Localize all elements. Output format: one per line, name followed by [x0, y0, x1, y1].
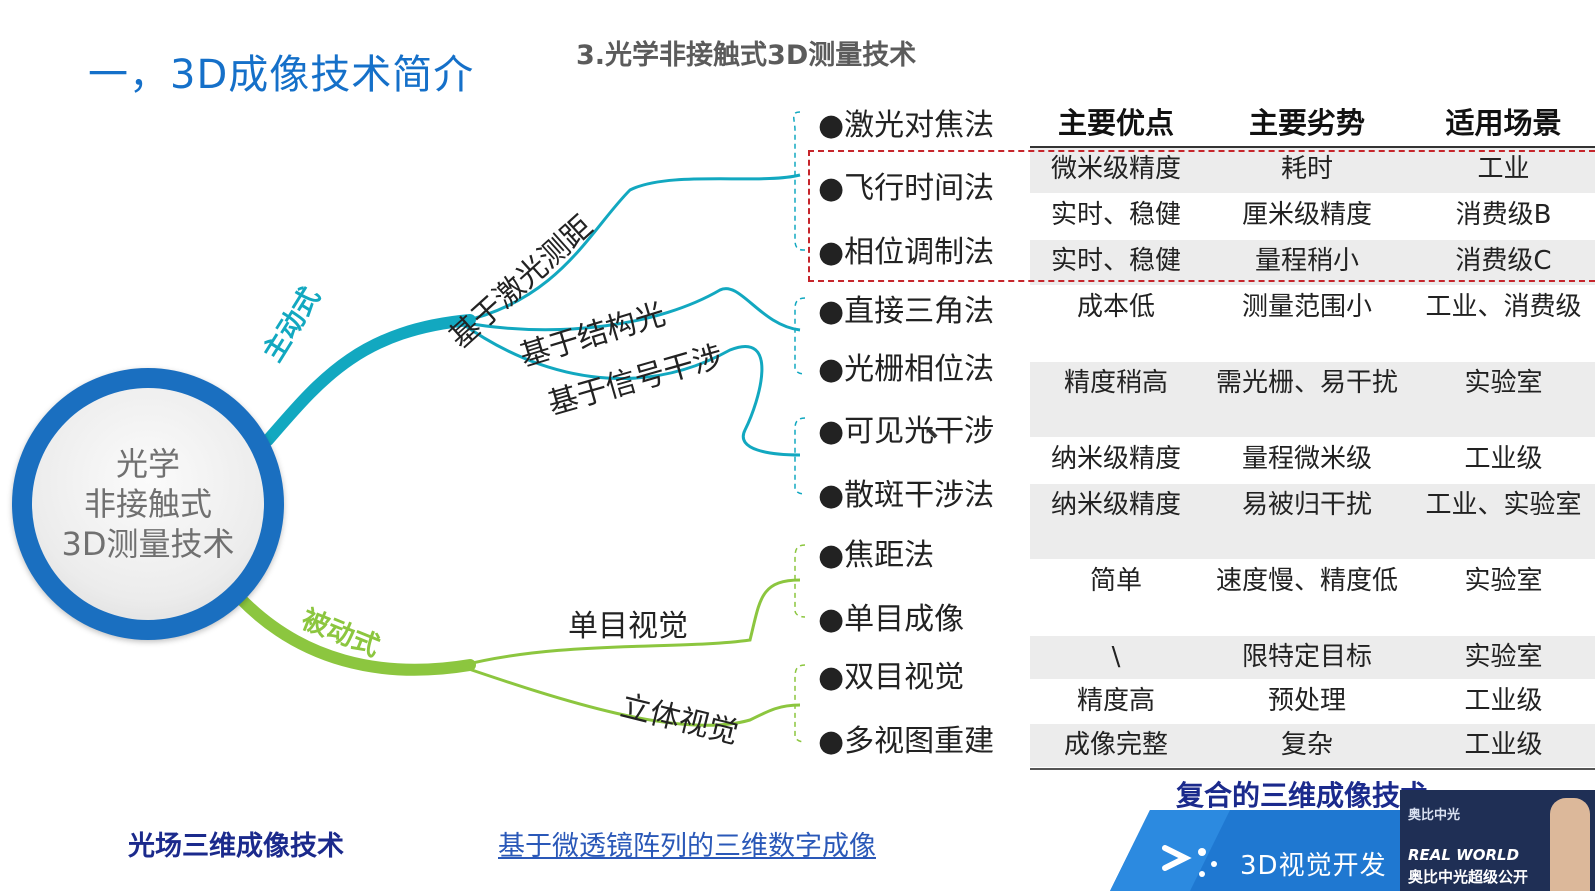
- webcam-brand: REAL WORLD: [1408, 846, 1519, 864]
- tof-highlight-box: [808, 150, 1595, 282]
- center-line-3: 3D测量技术: [61, 524, 234, 564]
- center-line-1: 光学: [116, 444, 180, 484]
- banner-title: 3D视觉开发: [1240, 845, 1387, 882]
- table-cell: 纳米级精度: [1030, 438, 1202, 483]
- method-focal-length: ●焦距法: [818, 530, 934, 574]
- method-mono-imaging: ●单目成像: [818, 594, 964, 638]
- table-row: 成本低 测量范围小 工业、消费级: [1030, 286, 1595, 362]
- table-cell: 工业级: [1412, 724, 1595, 767]
- table-row: 简单 速度慢、精度低 实验室: [1030, 560, 1595, 636]
- method-grating-phase: ●光栅相位法: [818, 344, 994, 388]
- method-multiview-reconstruction: ●多视图重建: [818, 716, 994, 760]
- table-header-row: 主要优点 主要劣势 适用场景: [1030, 96, 1595, 148]
- presenter-figure: [1550, 798, 1590, 891]
- table-cell: 预处理: [1202, 680, 1412, 723]
- table-header-disadvantage: 主要劣势: [1202, 100, 1412, 142]
- table-header-advantage: 主要优点: [1030, 100, 1202, 142]
- table-row: 精度高 预处理 工业级: [1030, 680, 1595, 724]
- webcam-logo: 奥比中光: [1408, 804, 1460, 823]
- microlens-link[interactable]: 基于微透镜阵列的三维数字成像: [498, 824, 876, 863]
- page-title: 一，3D成像技术简介: [88, 42, 474, 100]
- table-cell: 测量范围小: [1202, 286, 1412, 361]
- table-cell: 成像完整: [1030, 724, 1202, 767]
- table-cell: 工业、实验室: [1412, 484, 1595, 559]
- table-cell: 精度稍高: [1030, 362, 1202, 437]
- table-bottom-rule: [1030, 768, 1595, 770]
- center-node-label: 光学 非接触式 3D测量技术: [32, 388, 264, 620]
- table-cell: 易被归干扰: [1202, 484, 1412, 559]
- method-speckle-interference: ●散斑干涉法: [818, 470, 994, 514]
- table-cell: 工业级: [1412, 680, 1595, 723]
- table-row: 纳米级精度 易被归干扰 工业、实验室: [1030, 484, 1595, 560]
- table-cell: 成本低: [1030, 286, 1202, 361]
- mouse-cursor-icon: ⬉: [924, 422, 939, 443]
- method-direct-triangulation: ●直接三角法: [818, 286, 994, 330]
- table-cell: 实验室: [1412, 362, 1595, 437]
- table-cell: 限特定目标: [1202, 636, 1412, 679]
- table-cell: 精度高: [1030, 680, 1202, 723]
- method-laser-focus: ●激光对焦法: [818, 100, 994, 144]
- webcam-subtitle: 奥比中光超级公开: [1408, 866, 1528, 887]
- table-cell: 量程微米级: [1202, 438, 1412, 483]
- section-title: 3.光学非接触式3D测量技术: [576, 33, 916, 72]
- method-visible-interference: ●可见光干涉: [818, 406, 994, 450]
- table-cell: 实验室: [1412, 636, 1595, 679]
- table-row: 精度稍高 需光栅、易干扰 实验室: [1030, 362, 1595, 438]
- table-row: 纳米级精度 量程微米级 工业级: [1030, 438, 1595, 484]
- method-binocular-vision: ●双目视觉: [818, 652, 964, 696]
- table-cell: 工业、消费级: [1412, 286, 1595, 361]
- table-cell: 复杂: [1202, 724, 1412, 767]
- table-cell: 纳米级精度: [1030, 484, 1202, 559]
- sub-branch-mono: 单目视觉: [568, 601, 688, 645]
- table-row: \ 限特定目标 实验室: [1030, 636, 1595, 680]
- table-row: 成像完整 复杂 工业级: [1030, 724, 1595, 768]
- table-cell: 实验室: [1412, 560, 1595, 635]
- table-cell: \: [1030, 636, 1202, 679]
- table-cell: 需光栅、易干扰: [1202, 362, 1412, 437]
- table-cell: 简单: [1030, 560, 1202, 635]
- center-node: 光学 非接触式 3D测量技术: [12, 368, 284, 640]
- structured-bracket: [795, 298, 805, 374]
- table-header-scenario: 适用场景: [1412, 100, 1595, 142]
- table-cell: 速度慢、精度低: [1202, 560, 1412, 635]
- table-cell: 工业级: [1412, 438, 1595, 483]
- presenter-webcam: 奥比中光 REAL WORLD 奥比中光超级公开: [1400, 790, 1595, 891]
- center-line-2: 非接触式: [84, 484, 212, 524]
- laser-bracket: [794, 112, 805, 250]
- light-field-title: 光场三维成像技术: [128, 824, 344, 863]
